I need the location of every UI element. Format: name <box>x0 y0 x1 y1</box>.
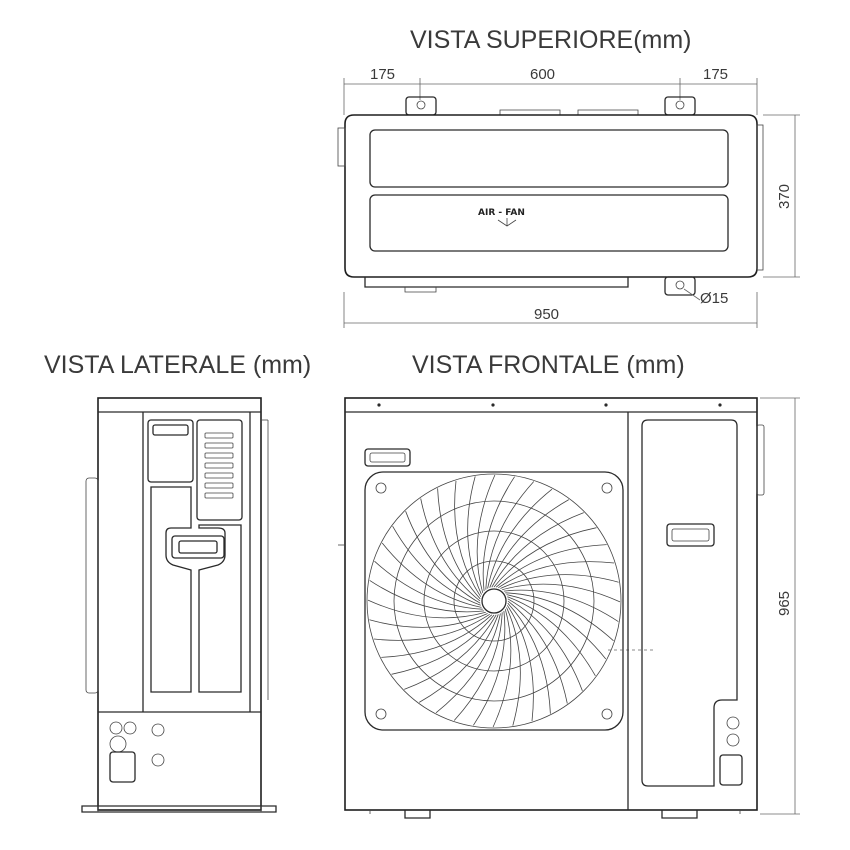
fan-hub <box>481 588 507 614</box>
fan-spoke <box>369 580 485 613</box>
side-vent-slots <box>204 432 234 499</box>
front-feet <box>369 810 741 819</box>
dim-right-175: 175 <box>703 66 728 83</box>
side-port-upper <box>151 723 165 737</box>
side-coil-edge <box>85 477 99 694</box>
fan-grille-ring <box>366 473 622 729</box>
fan-spoke <box>505 592 614 642</box>
top-left-handle <box>337 127 346 167</box>
fan-spoke <box>381 614 493 658</box>
top-depth-dimension <box>763 114 800 278</box>
fan-spoke <box>420 498 481 602</box>
top-right-panel-edge <box>756 124 764 271</box>
front-right-fin-edge <box>756 424 765 496</box>
top-grille-panel-lower <box>369 194 729 252</box>
side-vent-panel <box>196 419 243 521</box>
fan-spoke <box>392 526 481 606</box>
fan-spoke <box>500 574 619 589</box>
dim-height-965: 965 <box>776 591 793 616</box>
top-width-dimension-chain <box>343 78 758 115</box>
fan-spoke <box>487 488 553 589</box>
fan-grille-inner-ring <box>393 500 595 702</box>
fan-spoke <box>493 527 597 588</box>
side-label-panel <box>147 419 194 483</box>
fan-grille-inner-ring <box>453 560 535 642</box>
fan-spoke <box>419 614 499 703</box>
side-view-title: VISTA LATERALE (mm) <box>44 351 311 379</box>
front-view: 965 <box>338 397 800 819</box>
front-service-panel <box>641 419 738 787</box>
front-height-dimension <box>760 397 800 815</box>
front-top-handle[interactable] <box>364 448 411 467</box>
fan-spoke <box>373 613 490 641</box>
fan-spoke <box>482 476 515 592</box>
side-view <box>81 397 277 813</box>
front-unit-body <box>344 397 758 811</box>
top-overall-width-dimension <box>343 292 758 328</box>
top-unit-body <box>344 114 758 278</box>
fan-spoke <box>473 610 506 726</box>
top-grille-panel-upper <box>369 129 729 188</box>
fan-grille-spokes <box>367 474 621 728</box>
side-panel-left <box>150 486 192 693</box>
front-view-title: VISTA FRONTALE (mm) <box>412 351 685 379</box>
fan-spoke <box>405 511 481 604</box>
top-mount-brackets <box>405 96 696 116</box>
fan-spoke <box>467 476 482 595</box>
fan-spoke <box>491 512 584 588</box>
side-panel-right <box>198 524 242 693</box>
front-port-lower <box>726 733 740 747</box>
fan-spoke <box>502 583 621 603</box>
side-connector-cover <box>109 751 136 783</box>
fan-spoke <box>495 544 607 588</box>
hole-leader-line <box>683 288 701 301</box>
top-view: 175 600 175 AIR - FAN Ø15 <box>337 66 800 328</box>
side-unit-body <box>97 397 262 811</box>
side-base-foot <box>81 805 277 813</box>
fan-spoke <box>503 589 619 622</box>
fan-spoke <box>485 481 535 590</box>
fan-spoke <box>476 474 496 593</box>
fan-spoke <box>506 607 521 726</box>
top-base-rail <box>364 276 696 296</box>
fan-spoke <box>453 612 503 721</box>
airflow-label: AIR - FAN <box>478 208 525 218</box>
fan-spoke <box>391 614 495 675</box>
side-handle[interactable] <box>171 535 225 559</box>
fan-spoke <box>492 609 512 728</box>
fan-spoke <box>437 488 481 600</box>
dim-left-175: 175 <box>370 66 395 83</box>
fan-spoke <box>507 600 568 704</box>
front-connector-cover <box>719 754 743 786</box>
dim-depth-370: 370 <box>776 184 793 209</box>
top-view-title: VISTA SUPERIORE(mm) <box>410 26 692 54</box>
fan-spoke <box>507 602 551 714</box>
fan-grille-inner-ring <box>423 530 565 672</box>
fan-spoke <box>369 613 488 628</box>
dim-width-950: 950 <box>534 306 559 323</box>
fan-spoke <box>435 613 501 714</box>
fan-spoke <box>507 598 583 691</box>
dim-middle-600: 600 <box>530 66 555 83</box>
fan-spoke <box>454 480 482 597</box>
fan-spoke <box>404 614 497 690</box>
fan-spoke <box>489 499 569 588</box>
fan-spoke <box>367 599 486 619</box>
fan-grille-frame <box>364 471 624 731</box>
fan-spoke <box>498 561 615 589</box>
fan-spoke <box>374 560 483 610</box>
dim-hole-diameter: Ø15 <box>700 290 728 307</box>
fan-spoke <box>381 542 482 608</box>
front-panel-handle[interactable] <box>666 523 715 547</box>
fan-spoke <box>507 596 596 676</box>
front-top-rivets <box>377 403 722 407</box>
fan-spoke <box>506 605 534 722</box>
side-port-lower <box>151 753 165 767</box>
front-port-upper <box>726 716 740 730</box>
airflow-arrow-icon <box>497 218 517 227</box>
fan-spoke <box>506 594 607 660</box>
